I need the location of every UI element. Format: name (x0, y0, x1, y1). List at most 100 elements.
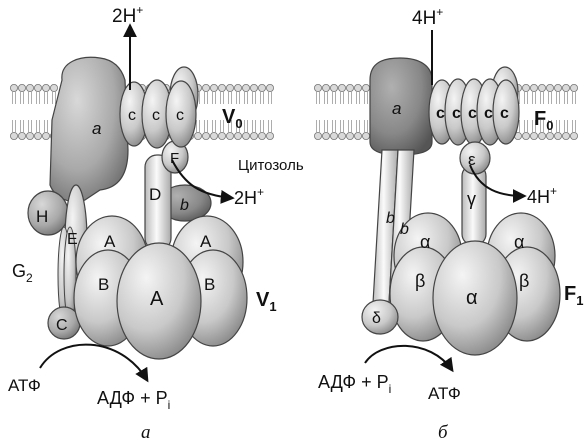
lipid-head (538, 84, 547, 93)
lipid-tail (572, 92, 576, 104)
subunit-beta-right-label: β (519, 271, 529, 291)
panel-a (27, 23, 248, 383)
lipid-head (17, 84, 26, 93)
lipid-head (321, 131, 330, 140)
lipid-head (257, 131, 266, 140)
lipid-tail (196, 120, 200, 132)
lipid-head (42, 131, 51, 140)
lipid-tail (220, 92, 224, 104)
lipid-head (546, 84, 555, 93)
lipid-tail (324, 92, 328, 104)
cytosol-label: Цитозоль (238, 157, 304, 174)
subunit-c-label-b4: c (484, 105, 493, 122)
lipid-tail (44, 120, 48, 132)
subunit-h-label: H (36, 207, 48, 226)
subunit-b-right-label: B (204, 275, 215, 294)
lipid-head (361, 131, 370, 140)
lipid-tail (260, 92, 264, 104)
subunit-alpha-right-label: α (514, 232, 524, 252)
proton-side-label-b: 4H+ (527, 184, 557, 207)
subunit-c-label-b1: c (436, 105, 445, 122)
subunit-b-label: b (180, 197, 189, 214)
lipid-head (554, 131, 563, 140)
lipid-head (570, 131, 579, 140)
lipid-tail (556, 120, 560, 132)
lipid-head (538, 131, 547, 140)
lipid-tail (324, 120, 328, 132)
lipid-head (225, 131, 234, 140)
lipid-head (562, 84, 571, 93)
atp-substrate-label-a: АТФ (8, 376, 41, 395)
lipid-tail (20, 120, 24, 132)
proton-arrow-side-b (469, 164, 527, 203)
lipid-tail (524, 92, 528, 104)
c-ring-b-5 (492, 79, 520, 145)
subunit-a-center-shape (116, 242, 202, 360)
lipid-tail (532, 120, 536, 132)
lipid-head (9, 131, 18, 140)
lipid-head (42, 84, 51, 93)
lipid-head (257, 84, 266, 93)
adp-products-label-a: АДФ + Pi (97, 388, 170, 412)
subunit-c-label-b2: c (452, 105, 461, 122)
lipid-head (562, 131, 571, 140)
atp-hydrolysis-arrow (39, 343, 149, 383)
lipid-head (265, 131, 274, 140)
lipid-tail (12, 92, 16, 104)
lipid-head (34, 84, 43, 93)
lipid-head (329, 131, 338, 140)
lipid-head (233, 131, 242, 140)
subunit-g2-label: G2 (12, 261, 33, 285)
subunit-alpha-center-label: α (466, 287, 478, 309)
subunit-alpha-left-label: α (420, 232, 430, 252)
lipid-head (353, 84, 362, 93)
lipid-tail (316, 120, 320, 132)
lipid-tail (28, 120, 32, 132)
lipid-tail (252, 92, 256, 104)
proton-top-label-b: 4H+ (412, 5, 443, 29)
subunit-c-label-2: c (152, 107, 160, 124)
lipid-head (249, 84, 258, 93)
lipid-head (329, 84, 338, 93)
subunit-a-upper-right-label: A (200, 232, 212, 251)
lipid-head (345, 84, 354, 93)
lipid-tail (36, 92, 40, 104)
lipid-tail (332, 120, 336, 132)
lipid-tail (364, 120, 368, 132)
lipid-tail (348, 92, 352, 104)
v0-sector-label: V0 (222, 106, 243, 131)
lipid-tail (204, 92, 208, 104)
lipid-tail (572, 120, 576, 132)
lipid-head (50, 84, 59, 93)
panel-a-caption: а (141, 422, 151, 443)
lipid-tail (52, 92, 56, 104)
lipid-tail (564, 92, 568, 104)
proton-arrow-side-a (171, 159, 235, 204)
lipid-tail (356, 120, 360, 132)
lipid-head (353, 131, 362, 140)
subunit-c-label-1: c (128, 107, 136, 124)
lipid-tail (244, 120, 248, 132)
subunit-beta-left-label: β (415, 271, 425, 291)
lipid-tail (228, 120, 232, 132)
panel-b (361, 30, 561, 373)
subunit-f-label: F (170, 150, 179, 167)
lipid-tail (364, 92, 368, 104)
lipid-tail (260, 120, 264, 132)
lipid-tail (316, 92, 320, 104)
lipid-tail (44, 92, 48, 104)
lipid-tail (532, 92, 536, 104)
subunit-delta-label: δ (372, 310, 381, 327)
subunit-a-center-label: A (150, 288, 164, 310)
lipid-tail (36, 120, 40, 132)
lipid-head (546, 131, 555, 140)
subunit-d-label: D (149, 185, 161, 204)
lipid-tail (524, 120, 528, 132)
lipid-head (9, 84, 18, 93)
lipid-tail (212, 92, 216, 104)
subunit-a-label-b: a (392, 99, 401, 118)
lipid-tail (244, 92, 248, 104)
subunit-gamma-label: γ (467, 189, 476, 209)
